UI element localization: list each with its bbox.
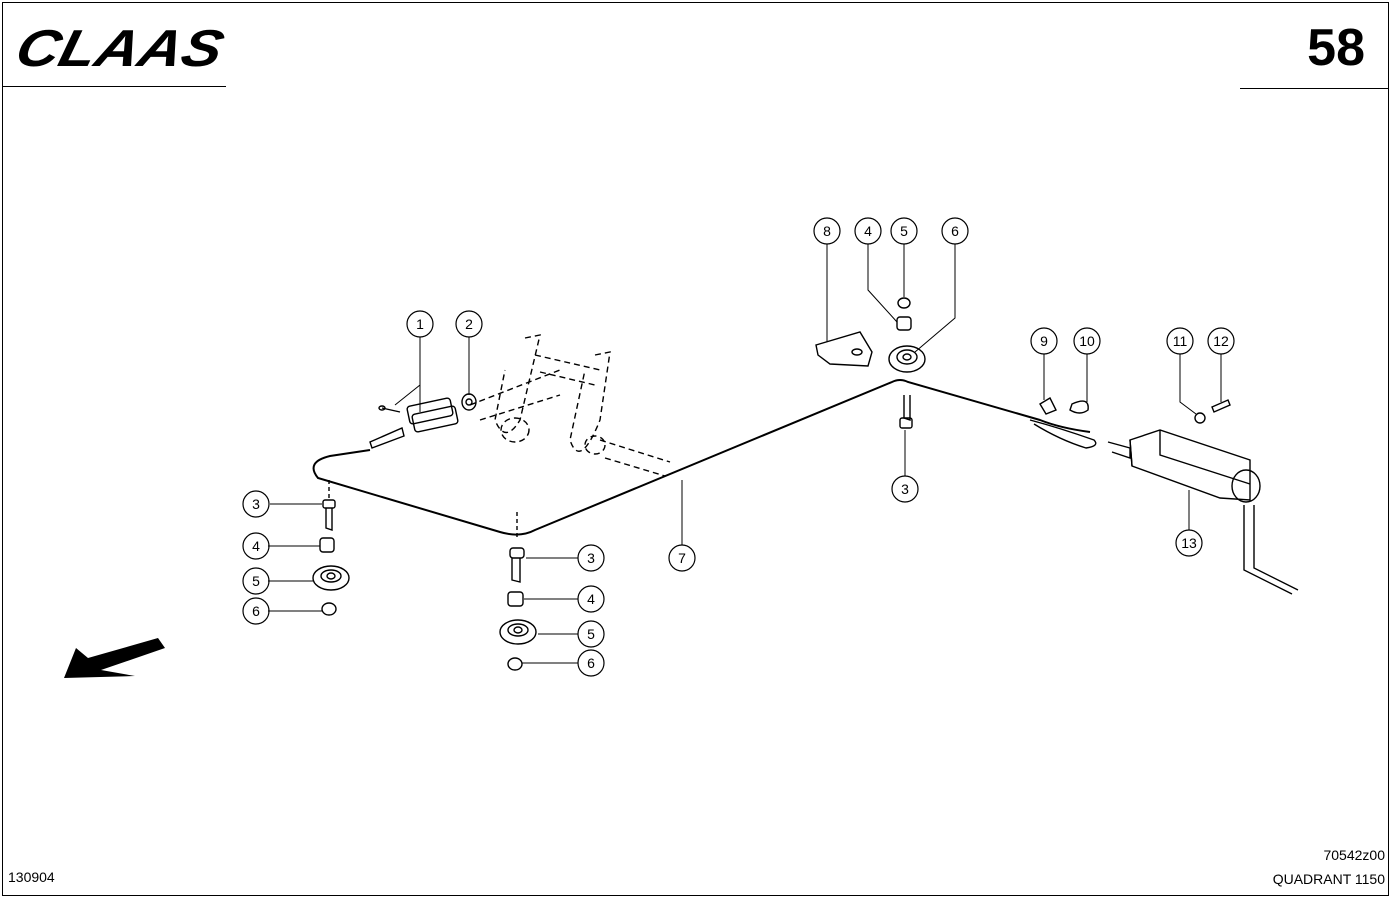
callout-circle <box>1030 327 1058 355</box>
left-pulley-stack <box>312 480 350 616</box>
callout-label: 10 <box>1079 333 1095 349</box>
callout-label: 3 <box>252 496 260 512</box>
callout-label: 4 <box>587 591 595 607</box>
callout-label: 8 <box>823 223 831 239</box>
mounting-bracket <box>469 334 671 477</box>
callout-circle <box>1073 327 1101 355</box>
callout-circle <box>242 532 270 560</box>
logo-underline <box>2 86 226 87</box>
clevis-assembly <box>369 397 459 449</box>
callout-label: 2 <box>465 316 473 332</box>
callout-label: 4 <box>864 223 872 239</box>
leader-lines <box>268 244 1222 664</box>
callout-label: 11 <box>1173 333 1188 349</box>
callout-label: 3 <box>587 550 595 566</box>
page-number: 58 <box>1307 19 1365 77</box>
crank-winch <box>1107 399 1299 595</box>
callout-label: 5 <box>252 573 260 589</box>
center-pulley-stack <box>499 512 537 671</box>
callout-circle <box>406 310 434 338</box>
callout-circles <box>242 217 1235 677</box>
claas-logo: CLAAS <box>14 22 230 72</box>
svg-text:CLAAS: CLAAS <box>14 22 230 72</box>
callout-label: 7 <box>678 550 686 566</box>
callout-circle <box>1175 529 1203 557</box>
callout-label: 13 <box>1181 535 1197 551</box>
callout-label: 3 <box>901 481 909 497</box>
callout-circle <box>242 597 270 625</box>
callout-label: 1 <box>416 316 424 332</box>
callout-label: 5 <box>587 626 595 642</box>
nut-part-2 <box>461 393 477 411</box>
callout-label: 4 <box>252 538 260 554</box>
callout-label: 5 <box>900 223 908 239</box>
callout-circle <box>941 217 969 245</box>
callout-circle <box>577 585 605 613</box>
callout-label: 12 <box>1213 333 1229 349</box>
callout-circle <box>1166 327 1194 355</box>
date-code: 130904 <box>8 869 55 885</box>
callout-label: 6 <box>587 655 595 671</box>
callout-circle <box>813 217 841 245</box>
callout-circle <box>577 649 605 677</box>
right-pulley-stack <box>815 297 926 429</box>
cable <box>312 379 1091 536</box>
callout-circle <box>1207 327 1235 355</box>
callout-labels: 1 2 3 4 5 6 3 4 5 6 7 8 4 5 6 3 9 10 11 … <box>252 223 1229 671</box>
callout-circle <box>242 490 270 518</box>
callout-label: 9 <box>1040 333 1048 349</box>
callout-circle <box>455 310 483 338</box>
callout-circle <box>890 217 918 245</box>
page-number-underline <box>1240 88 1389 89</box>
callout-circle <box>891 475 919 503</box>
callout-circle <box>242 567 270 595</box>
callout-circle <box>577 620 605 648</box>
callout-label: 6 <box>252 603 260 619</box>
callout-circle <box>854 217 882 245</box>
direction-arrow-icon <box>64 638 165 678</box>
callout-circle <box>577 544 605 572</box>
callout-circle <box>668 544 696 572</box>
model-name: QUADRANT 1150 <box>1272 871 1385 887</box>
drawing-number: 70542z00 <box>1323 847 1385 863</box>
cable-clips <box>1029 397 1097 449</box>
callout-label: 6 <box>951 223 959 239</box>
